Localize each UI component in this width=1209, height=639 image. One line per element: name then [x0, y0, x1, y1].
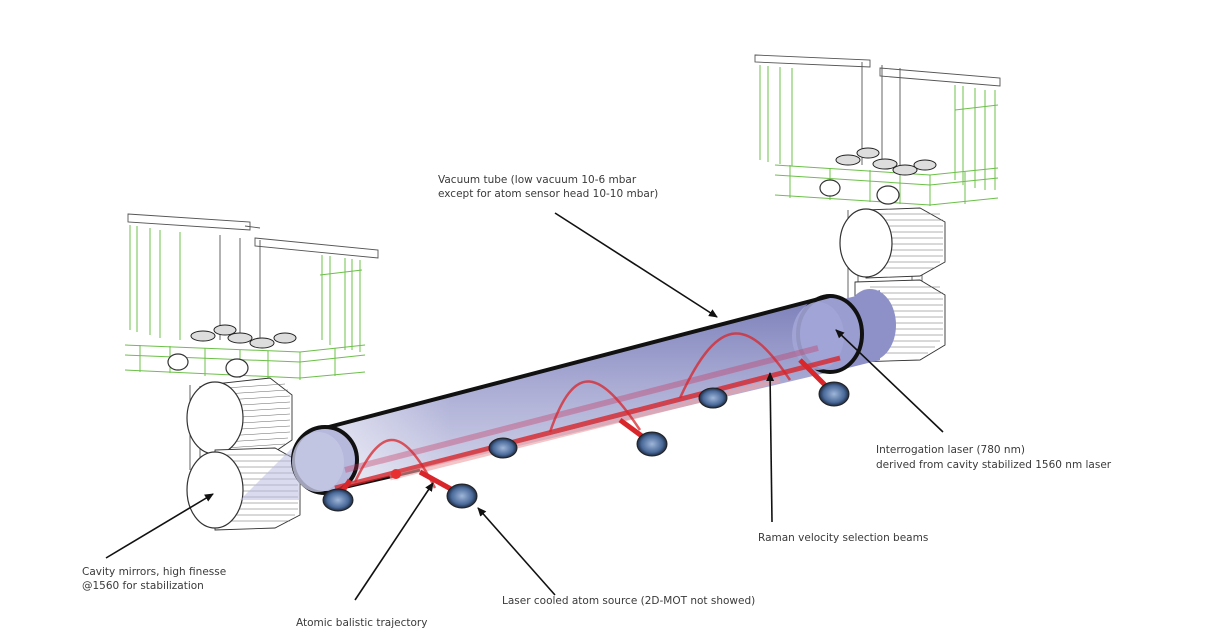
cavity-mirrors-label-line2: @1560 for stabilization: [82, 580, 204, 592]
left-support-frame: [124, 213, 379, 470]
atom-source: [698, 387, 728, 409]
vacuum-tube-label: Vacuum tube (low vacuum 10-6 mbar except…: [438, 174, 658, 200]
atom-source: [418, 469, 478, 509]
left-upper-mirror-mount: [186, 377, 293, 456]
atom-source: [488, 437, 518, 459]
atom-source: [798, 358, 850, 407]
atomic-trajectories: [353, 332, 792, 489]
trajectory-arrow: [354, 482, 434, 601]
atom-source-arrow: [477, 507, 556, 596]
interrogation-laser-arrow: [835, 329, 944, 433]
right-upper-mirror-mount: [839, 207, 946, 279]
raman-beams-label: Raman velocity selection beams: [758, 532, 928, 544]
raman-beam: [344, 345, 819, 473]
interrogation-laser-label: Interrogation laser (780 nm) derived fro…: [876, 444, 1112, 471]
cavity-mirror-arrow: [105, 493, 214, 559]
interrogation-laser-label-line2: derived from cavity stabilized 1560 nm l…: [876, 459, 1112, 471]
atom-sources: [322, 358, 850, 512]
trajectory-label: Atomic balistic trajectory: [296, 617, 427, 629]
atom-source: [322, 478, 354, 512]
interrogation-laser-label-line1: Interrogation laser (780 nm): [876, 444, 1025, 456]
cavity-mirrors-label-line1: Cavity mirrors, high finesse: [82, 566, 226, 578]
atom-source: [618, 417, 668, 457]
raman-beams-arrow: [766, 372, 775, 523]
cavity-mirrors-label: Cavity mirrors, high finesse @1560 for s…: [82, 566, 226, 592]
vacuum-tube: [240, 289, 896, 500]
vacuum-tube-label-line2: except for atom sensor head 10-10 mbar): [438, 188, 658, 200]
vacuum-tube-arrow: [554, 212, 718, 318]
vacuum-tube-label-line1: Vacuum tube (low vacuum 10-6 mbar: [438, 174, 637, 186]
atom-source-label: Laser cooled atom source (2D-MOT not sho…: [502, 595, 755, 607]
atom-cloud: [391, 469, 401, 479]
adjustment-knobs: [190, 324, 297, 349]
right-adjustment-knobs: [835, 147, 937, 176]
